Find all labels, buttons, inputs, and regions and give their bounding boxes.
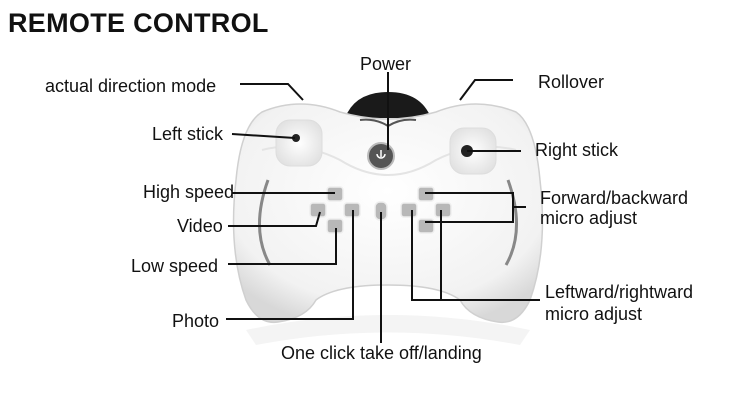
reflection [246, 315, 530, 345]
label-video: Video [177, 216, 223, 236]
leader-lines [226, 72, 540, 343]
left-stick-cap [292, 134, 300, 142]
label-right-stick: Right stick [535, 140, 619, 160]
label-high-speed: High speed [143, 182, 235, 202]
label-photo: Photo [172, 311, 220, 331]
leftward-trim-button[interactable] [400, 202, 418, 218]
label-low-speed: Low speed [131, 256, 219, 276]
label-forward-backward-sub: micro adjust [540, 208, 638, 228]
label-takeoff-landing: One click take off/landing [281, 343, 482, 363]
label-rollover: Rollover [538, 72, 605, 92]
rightward-trim-button[interactable] [434, 202, 452, 218]
diagram-title: REMOTE CONTROL [8, 8, 269, 38]
label-left-stick: Left stick [152, 124, 224, 144]
label-leftward-rightward: Leftward/rightward [545, 282, 694, 302]
video-button[interactable] [309, 202, 327, 218]
label-forward-backward: Forward/backward [540, 188, 689, 208]
label-direction-mode: actual direction mode [45, 76, 217, 96]
label-leftward-rightward-sub: micro adjust [545, 304, 643, 324]
power-icon [376, 150, 386, 159]
label-power: Power [360, 54, 412, 74]
left-stick[interactable] [275, 119, 323, 167]
right-grip-stripe [504, 179, 518, 266]
